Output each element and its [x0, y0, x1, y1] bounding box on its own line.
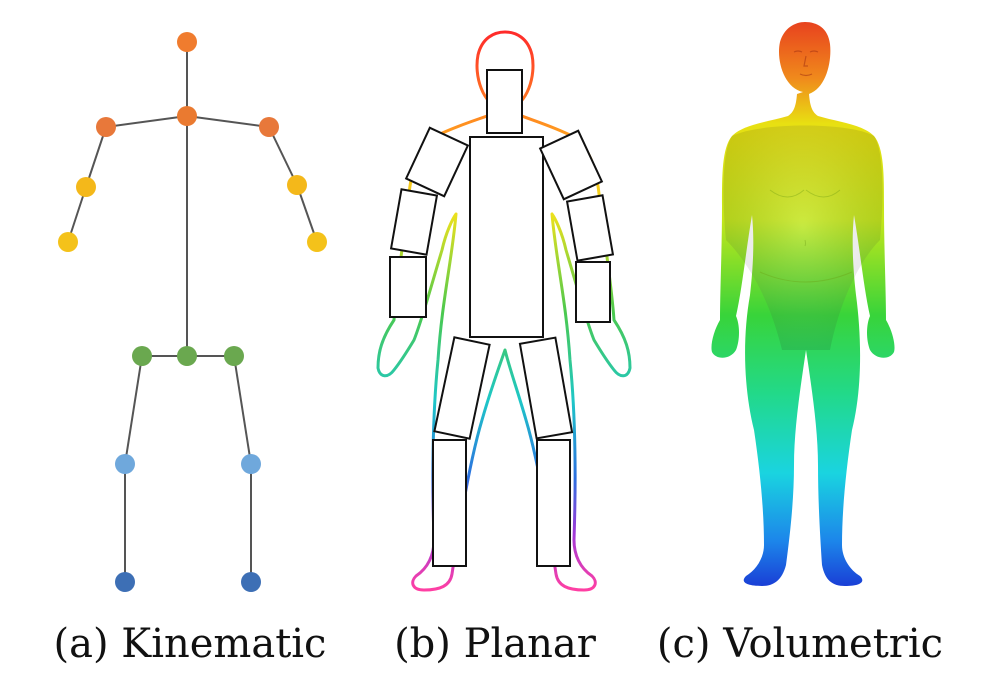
kinematic-skeleton: [58, 32, 327, 592]
caption-planar: (b) Planar: [394, 621, 596, 667]
joint-ankle-left: [115, 572, 135, 592]
box-thigh-right: [518, 336, 574, 440]
joint-elbow-right: [287, 175, 307, 195]
joint-elbow-left: [76, 177, 96, 197]
box-shin-left: [432, 439, 467, 567]
volumetric-shading: [723, 125, 883, 350]
box-thigh-left: [433, 336, 491, 440]
caption-kinematic: (a) Kinematic: [53, 621, 327, 667]
box-hand-left: [389, 256, 427, 318]
box-torso: [469, 136, 544, 338]
contour-chest: [769, 189, 841, 198]
bone-upper-arm-left: [85, 126, 107, 188]
joint-ankle-right: [241, 572, 261, 592]
joint-hip-left: [132, 346, 152, 366]
box-forearm-left: [389, 188, 439, 256]
joint-knee-left: [115, 454, 135, 474]
bone-forearm-right: [296, 184, 318, 243]
volumetric-body-mesh: [711, 22, 895, 586]
joint-hip-right: [224, 346, 244, 366]
contour-navel: [804, 239, 806, 247]
skeleton-joints: [58, 32, 327, 592]
bone-shoulder-left: [105, 115, 188, 128]
bone-thigh-right: [233, 355, 252, 465]
box-head: [486, 69, 523, 134]
box-hand-right: [575, 261, 611, 323]
joint-neck: [177, 106, 197, 126]
caption-volumetric: (c) Volumetric: [656, 621, 944, 667]
bone-shoulder-right: [186, 115, 270, 128]
box-upper-arm-right: [538, 129, 604, 201]
face-mouth: [799, 73, 813, 77]
box-forearm-right: [565, 194, 615, 262]
joint-pelvis: [177, 346, 197, 366]
joint-wrist-right: [307, 232, 327, 252]
volumetric-face-detail: [793, 50, 819, 77]
joint-shoulder-right: [259, 117, 279, 137]
planar-part-boxes: [389, 69, 615, 567]
volumetric-body-contours: [759, 189, 853, 283]
joint-knee-right: [241, 454, 261, 474]
box-upper-arm-left: [404, 126, 470, 198]
planar-body-model: [376, 30, 632, 592]
joint-head: [177, 32, 197, 52]
face-nose: [803, 55, 808, 67]
contour-hips: [759, 271, 853, 283]
face-eyes: [793, 50, 819, 53]
box-shin-right: [536, 439, 571, 567]
joint-shoulder-left: [96, 117, 116, 137]
joint-wrist-left: [58, 232, 78, 252]
bone-upper-arm-right: [268, 126, 298, 186]
bone-thigh-left: [124, 355, 143, 465]
